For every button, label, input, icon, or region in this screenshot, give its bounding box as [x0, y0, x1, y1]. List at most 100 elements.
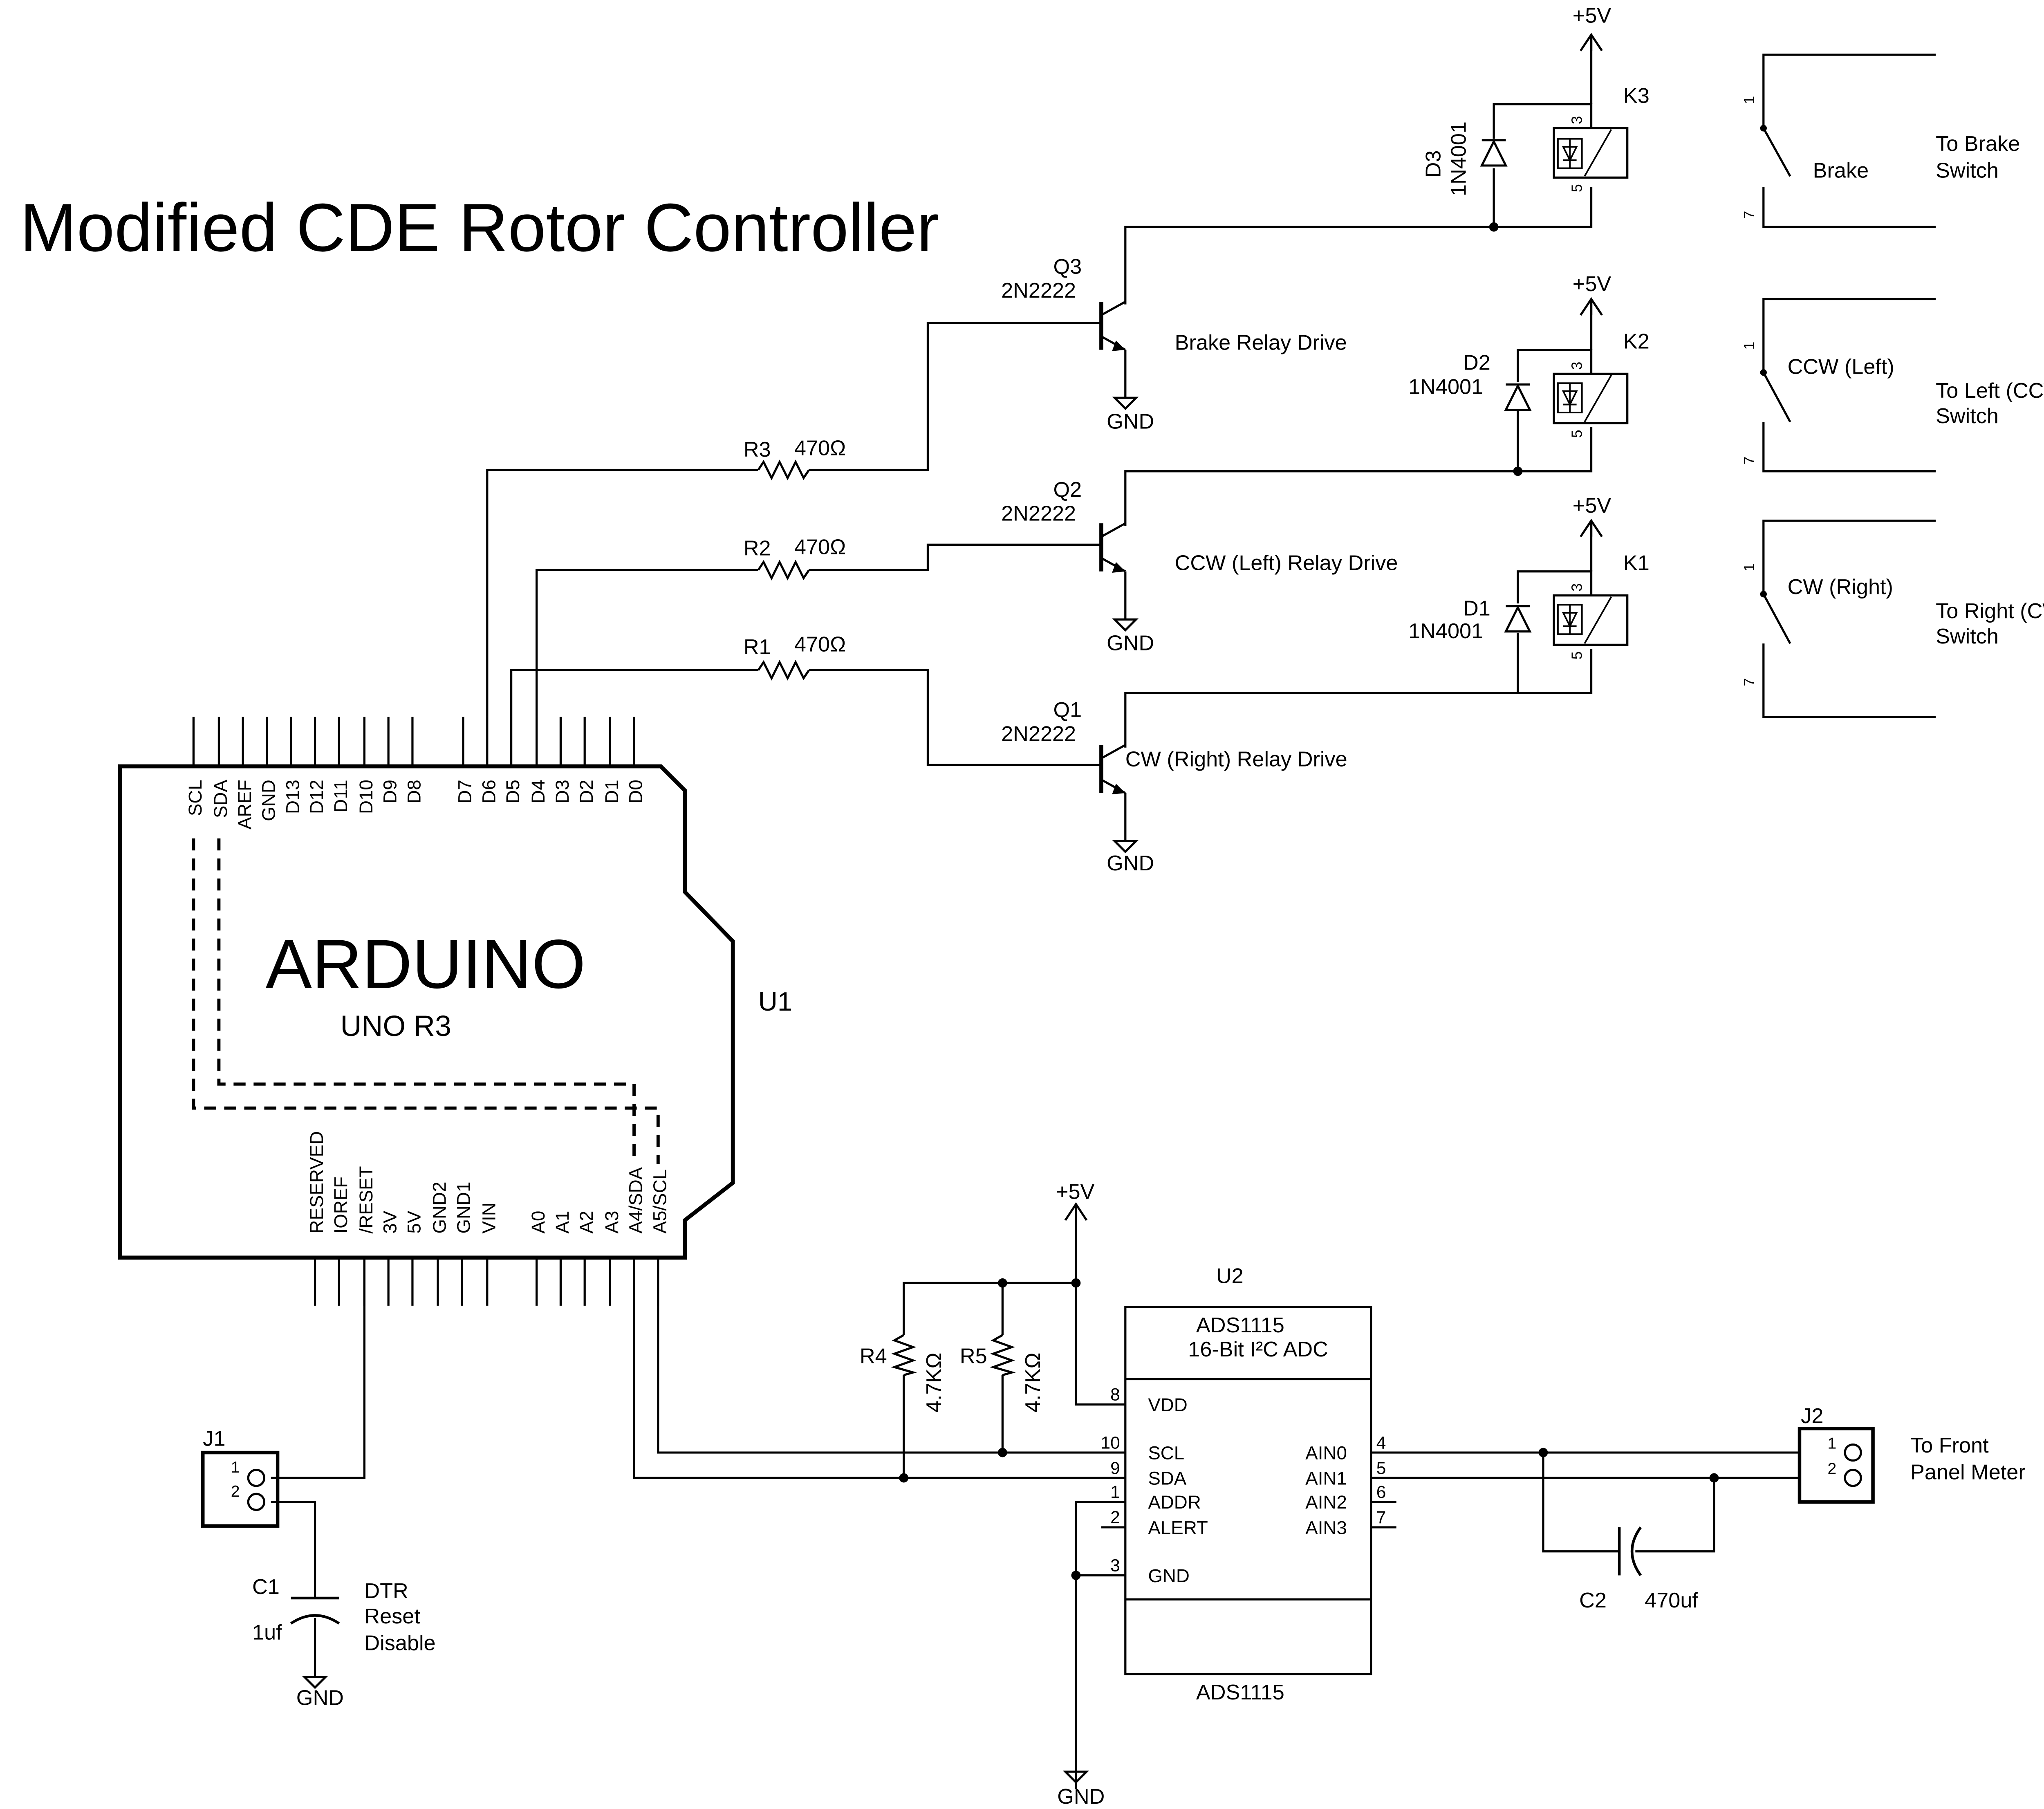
transistor-q2: Q2 2N2222 CCW (Left) Relay Drive: [1001, 478, 1398, 575]
transistor-q1: Q1 2N2222 CW (Right) Relay Drive: [1001, 698, 1347, 795]
diode-d3-part: 1N4001: [1447, 121, 1471, 196]
relay-k3-pin5: 5: [1569, 184, 1585, 192]
resistor-r1-ref: R1: [744, 635, 771, 659]
relay-k2-supply: +5V: [1573, 272, 1611, 296]
switch-brake: 1 7 Brake To Brake Switch: [1741, 54, 2020, 228]
adc-pin-name: AIN0: [1305, 1442, 1347, 1463]
relay-k3: K3 3 5 +5V: [1553, 4, 1650, 192]
relay-k3-ref: K3: [1623, 84, 1650, 108]
adc-pin-name: AIN1: [1305, 1468, 1347, 1488]
diode-d3-ref: D3: [1422, 150, 1446, 178]
capacitor-c2: C2 470uf: [1579, 1527, 1698, 1612]
arduino-ref: U1: [758, 986, 792, 1016]
diode-d3: D3 1N4001: [1422, 121, 1508, 196]
adc-pin-number: 1: [1110, 1482, 1120, 1502]
arduino-pin-label: IOREF: [330, 1177, 351, 1234]
adc-pin-name: AIN3: [1305, 1517, 1347, 1538]
adc-pin-number: 10: [1101, 1433, 1120, 1452]
switch-brake-dest-line1: To Brake: [1936, 132, 2020, 156]
ground-label-c1: GND: [296, 1686, 344, 1710]
resistor-r1: R1 470Ω: [744, 633, 846, 681]
relay-driver-wiring: [486, 37, 1593, 841]
resistor-r4-ref: R4: [860, 1344, 887, 1368]
adc-supply: +5V: [1056, 1180, 1095, 1221]
adc-pin-name: GND: [1148, 1565, 1190, 1586]
ground-label-q2: GND: [1107, 631, 1154, 655]
resistor-r2-ref: R2: [744, 537, 771, 560]
switch-ccw: 1 7 CCW (Left) To Left (CCW) Switch: [1741, 298, 2044, 473]
switch-ccw-pin1: 1: [1741, 342, 1757, 350]
switch-cw-pin1: 1: [1741, 563, 1757, 572]
adc-ref: U2: [1216, 1264, 1244, 1288]
adc-pin-number: 8: [1110, 1385, 1120, 1404]
switch-brake-dest-line2: Switch: [1936, 159, 1999, 182]
switch-brake-pin1: 1: [1741, 96, 1757, 104]
resistor-r5: R5 4.7KΩ: [960, 1334, 1045, 1412]
ground-label-q3: GND: [1107, 410, 1154, 433]
resistor-r5-ref: R5: [960, 1344, 987, 1368]
adc-pin-name: SCL: [1148, 1442, 1184, 1463]
arduino-pin-label: D11: [330, 780, 351, 812]
diode-d2-part: 1N4001: [1408, 375, 1483, 399]
arduino-pin-label: GND1: [453, 1182, 474, 1234]
arduino-pin-label: D4: [528, 780, 549, 803]
diode-d1-part: 1N4001: [1408, 619, 1483, 643]
resistor-r3-value: 470Ω: [794, 437, 846, 460]
resistor-r3: R3 470Ω: [744, 437, 846, 480]
relay-k2-pin5: 5: [1569, 430, 1585, 438]
adc-pin-name: SDA: [1148, 1468, 1186, 1488]
arduino-pin-label: D12: [306, 780, 327, 814]
arduino-name: ARDUINO: [266, 925, 586, 1003]
adc-pin-number: 6: [1376, 1482, 1386, 1502]
arduino-pin-label: AREF: [234, 780, 255, 829]
ground-symbol-q1: GND: [1107, 840, 1154, 875]
switch-cw-dest-line2: Switch: [1936, 625, 1999, 648]
arduino-pin-label: D1: [601, 780, 622, 803]
adc-pin-number: 7: [1376, 1508, 1386, 1527]
arduino-pin-label: /RESET: [356, 1166, 377, 1233]
relay-k2: K2 3 5 +5V: [1553, 272, 1650, 438]
resistor-r3-ref: R3: [744, 438, 771, 462]
adc-pin-number: 4: [1376, 1433, 1386, 1452]
relay-k2-ref: K2: [1623, 330, 1650, 353]
arduino-pin-label: D8: [404, 780, 425, 803]
adc-part-line2: 16-Bit I²C ADC: [1188, 1338, 1328, 1361]
relay-k1-pin3: 3: [1569, 583, 1585, 592]
arduino-pin-label: VIN: [478, 1202, 499, 1233]
adc-pin-name: ADDR: [1148, 1492, 1201, 1513]
transistor-q3-ref: Q3: [1053, 255, 1082, 278]
ground-symbol-q3: GND: [1107, 397, 1154, 433]
capacitor-c2-ref: C2: [1579, 1589, 1607, 1612]
capacitor-c1: C1 1uf DTR Reset Disable GND: [252, 1575, 436, 1710]
ground-symbol-q2: GND: [1107, 618, 1154, 655]
transistor-q1-ref: Q1: [1053, 698, 1082, 722]
resistor-r4-value: 4.7KΩ: [922, 1353, 946, 1413]
switch-cw-dest-line1: To Right (CW): [1936, 599, 2044, 623]
relay-k1: K1 3 5 +5V: [1553, 494, 1650, 659]
connector-j1-pin1: 1: [231, 1459, 240, 1476]
capacitor-c2-value: 470uf: [1645, 1589, 1698, 1612]
arduino-pin-label: D5: [502, 780, 523, 803]
transistor-q3-part: 2N2222: [1001, 279, 1076, 303]
transistor-q2-part: 2N2222: [1001, 502, 1076, 526]
switch-ccw-dest-line1: To Left (CCW): [1936, 379, 2044, 403]
arduino-pin-label: 5V: [404, 1210, 425, 1233]
capacitor-c1-note-line1: DTR: [364, 1579, 408, 1603]
connector-j1-ref: J1: [203, 1427, 225, 1451]
arduino-pin-label: D6: [478, 780, 499, 803]
arduino-pin-label: D13: [282, 780, 303, 814]
ground-label-q1: GND: [1107, 852, 1154, 875]
connector-j2-ref: J2: [1801, 1404, 1823, 1428]
transistor-q2-label: CCW (Left) Relay Drive: [1175, 551, 1398, 575]
diode-d1: D1 1N4001: [1408, 596, 1532, 643]
capacitor-c1-ref: C1: [252, 1575, 280, 1599]
diagram-title: Modified CDE Rotor Controller: [20, 190, 939, 266]
transistor-q3: Q3 2N2222 Brake Relay Drive: [1001, 255, 1347, 354]
switch-ccw-label: CCW (Left): [1788, 355, 1894, 379]
relay-k2-pin3: 3: [1569, 362, 1585, 370]
adc-supply-label: +5V: [1056, 1180, 1095, 1204]
arduino-pin-label: D0: [625, 780, 646, 803]
switch-brake-pin7: 7: [1741, 211, 1757, 219]
arduino-pin-label: D9: [380, 780, 401, 803]
